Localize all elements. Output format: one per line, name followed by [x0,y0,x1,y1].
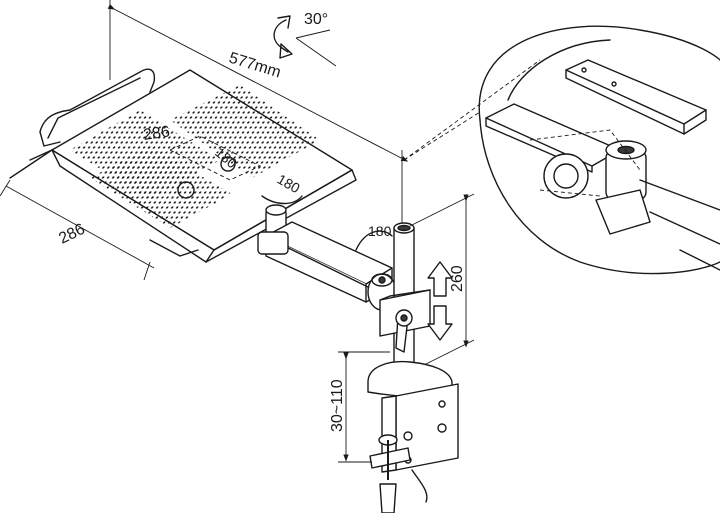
height-label: 260 [449,265,466,292]
support-pole [379,222,431,397]
tray-depth-label: 286 [56,221,88,248]
clamp-range-dimension: 30~110 [329,351,390,463]
detail-callout [403,25,720,275]
swivel-arrow-b [261,195,303,205]
rotation-indicator: 30° [273,11,337,67]
clamp-range-label: 30~110 [329,379,346,432]
width-label: 577mm [227,50,283,82]
tray-inner-label: 286 [142,123,171,144]
support-arm [257,204,397,311]
rotation-label: 30° [304,11,328,28]
swivel-arrow-c [355,230,393,251]
desk-clamp [367,360,459,513]
height-dimension: 260 [409,193,475,373]
